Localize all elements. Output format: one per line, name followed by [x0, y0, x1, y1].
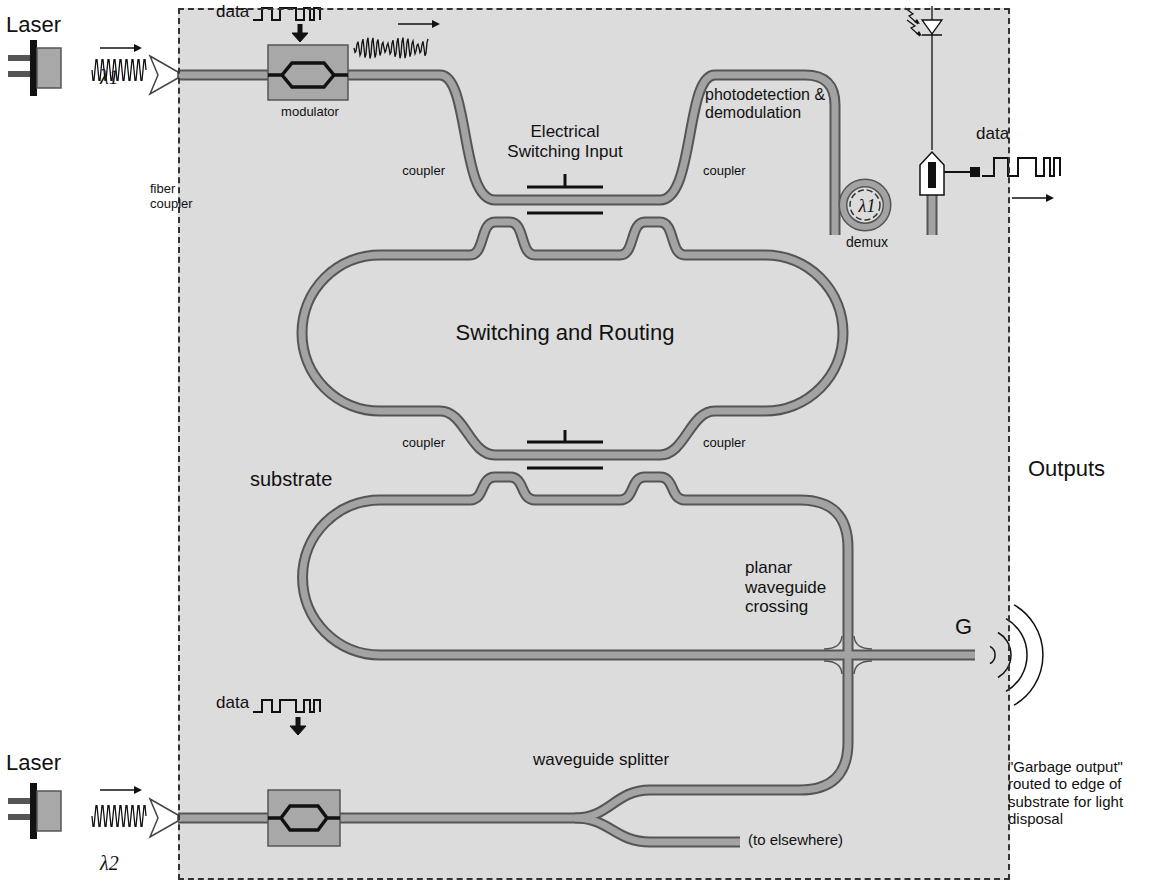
photodetector: [905, 6, 980, 195]
substrate-ground: [178, 8, 1010, 880]
section-label: Switching and Routing: [415, 320, 715, 345]
title-label: Laser: [6, 750, 61, 775]
data-signal: [253, 8, 1060, 712]
photodetector: [914, 19, 922, 36]
waveguide: [178, 75, 975, 842]
light-wave: [92, 38, 428, 827]
laser-symbol: [30, 40, 37, 96]
node-text: demux: [825, 234, 909, 250]
waveguide: [929, 192, 936, 235]
node-text: modulator: [255, 105, 365, 120]
part-label: fiber coupler: [150, 182, 200, 212]
output-label: G: [955, 614, 972, 639]
laser-symbol: [37, 791, 61, 831]
photodetector: [920, 152, 944, 195]
note-label: "Garbage output" routed to edge of subst…: [1008, 758, 1148, 827]
part-label: coupler: [703, 164, 746, 179]
laser-symbol: [37, 48, 61, 88]
data-arrow: [292, 33, 308, 42]
waveguide: [178, 75, 975, 842]
part-label: coupler: [703, 436, 746, 451]
title-label: Laser: [6, 12, 61, 37]
electrode: [527, 174, 603, 213]
waveguide: [178, 75, 975, 842]
light-wave: [92, 806, 146, 827]
waveguide: [302, 222, 843, 455]
radiating-light: [1014, 605, 1043, 705]
direction-arrow: [100, 24, 1052, 790]
light-wave: [354, 38, 428, 59]
waveguide-crossing: [824, 636, 872, 674]
electrode: [527, 430, 603, 468]
modulator-box: modulator: [270, 47, 350, 102]
direction-arrow: [1012, 197, 1052, 198]
fiber-coupler: [150, 56, 178, 94]
demux-ring: λ1demux: [845, 185, 889, 229]
fiber-coupler: [150, 799, 178, 837]
waveguide-crossing: [824, 636, 872, 674]
part-label: waveguide splitter: [533, 750, 669, 770]
data-arrow: [290, 24, 308, 735]
note-label: (to elsewhere): [748, 831, 843, 848]
modulator-box: [268, 63, 348, 87]
section-label: Outputs: [1028, 456, 1105, 481]
modulator-box: [268, 45, 348, 846]
photodetector: [922, 34, 942, 36]
fiber-coupler: [150, 56, 178, 837]
signal-label: data: [216, 2, 249, 22]
data-arrow: [290, 726, 306, 735]
photodetector: [922, 20, 942, 34]
radiating-light: [990, 646, 995, 663]
data-signal: [253, 700, 320, 712]
laser-symbol: [30, 783, 37, 839]
part-label: coupler: [390, 436, 445, 451]
photodetector: [928, 162, 936, 188]
waveguide: [302, 222, 843, 455]
direction-arrow: [100, 789, 140, 790]
photodetector: [944, 171, 972, 173]
data-signal: [982, 158, 1060, 176]
waveguide: [575, 818, 740, 842]
modulator-box: [268, 790, 340, 846]
part-label: planar waveguide crossing: [745, 558, 840, 617]
direction-arrow: [100, 47, 140, 48]
wavelength-label: λ1: [100, 66, 119, 89]
direction-arrow: [398, 23, 438, 24]
waveguide: [178, 477, 975, 818]
part-label: Electrical Switching Input: [500, 122, 630, 161]
modulator-box: [268, 45, 348, 100]
node-text: substrate: [250, 468, 332, 491]
modulator-box: [268, 806, 340, 830]
laser-symbol: [8, 801, 32, 817]
photodetector: [970, 167, 980, 177]
laser-symbol: [8, 58, 32, 74]
part-label: coupler: [390, 164, 445, 179]
waveguide: [178, 477, 975, 818]
laser-symbol: [8, 40, 61, 839]
waveguide: [927, 192, 938, 235]
signal-label: data: [216, 693, 249, 713]
wavelength-label: λ2: [100, 852, 119, 875]
radiating-light: [990, 605, 1043, 705]
node-text: λ1: [845, 196, 889, 217]
signal-label: data: [976, 124, 1009, 144]
part-label: photodetection & demodulation: [705, 86, 829, 123]
waveguide: [575, 818, 740, 842]
